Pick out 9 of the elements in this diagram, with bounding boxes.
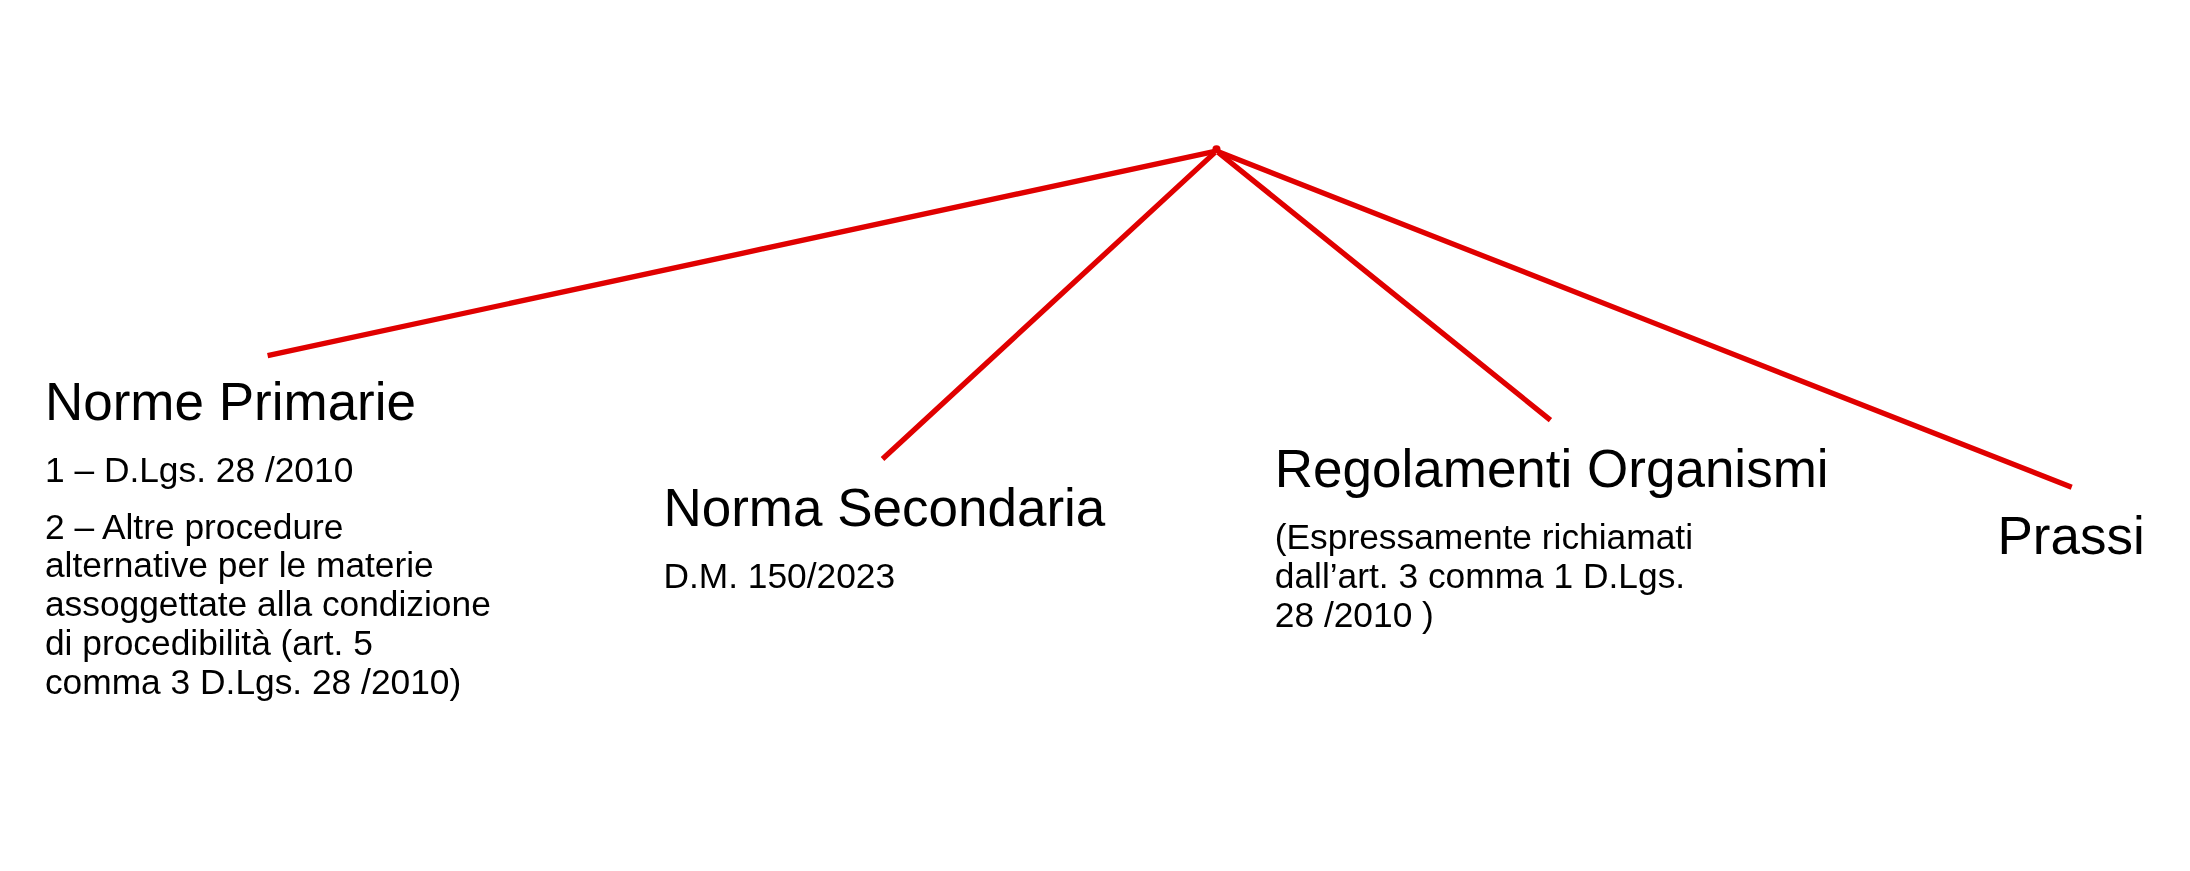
node-text: Norme Primarie 1 – D.Lgs. 28 /2010 2 – Altre procedure alternative per le materie assoggettate alla condizione di procedibilità (art. 5 comma 3 D.Lgs. 28 /2010) [44, 372, 491, 702]
node-point [1212, 145, 1221, 154]
node-text: Regolamenti Organismi (Espressamente richiamati dall’art. 3 comma 1 D.Lgs. 28 /2010 ) [1274, 439, 1829, 634]
node-text: Norma Secondaria D.M. 150/2023 [663, 478, 1106, 595]
node-text: Prassi [1997, 506, 2145, 566]
connector [267, 149, 1215, 359]
connector [1216, 150, 1553, 423]
connector [1217, 149, 2073, 490]
connector [880, 150, 1217, 461]
